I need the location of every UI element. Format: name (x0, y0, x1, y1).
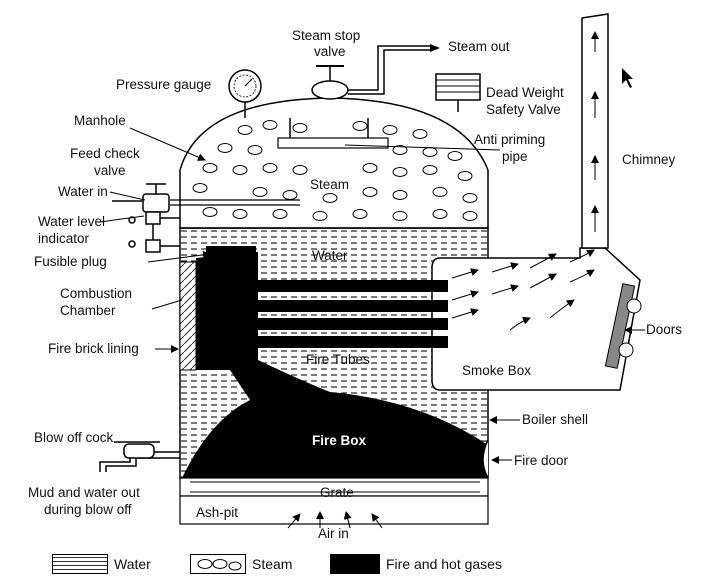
feed-check-valve (112, 183, 170, 213)
smoke-box (431, 247, 641, 391)
label-pressure-gauge: Pressure gauge (116, 77, 211, 92)
ash-pit (179, 495, 489, 525)
legend-fire: Fire and hot gases (330, 550, 502, 578)
label-steam-stop-valve-1: Steam stop (292, 28, 360, 43)
label-mud-1: Mud and water out (28, 485, 140, 500)
leader-lines (99, 127, 645, 464)
fire-brick-lining (179, 261, 197, 371)
label-feed-check-1: Feed check (70, 146, 140, 161)
steam-stop-valve (311, 80, 349, 100)
label-fire-brick-lining: Fire brick lining (48, 341, 139, 356)
anti-priming-pipe (277, 137, 389, 149)
water-level-indicator (128, 211, 180, 253)
label-dead-weight-2: Safety Valve (486, 102, 561, 117)
label-steam-stop-valve-2: valve (314, 44, 346, 59)
label-fire-box: Fire Box (312, 433, 367, 448)
legend-fire-label: Fire and hot gases (386, 556, 502, 572)
label-mud-2: during blow off (44, 502, 132, 517)
legend: Water Steam Fire and hot gases (0, 540, 703, 588)
legend-water-label: Water (114, 556, 151, 572)
label-chimney: Chimney (622, 152, 676, 167)
label-manhole: Manhole (74, 113, 126, 128)
legend-steam-swatch (190, 554, 246, 574)
label-fusible-plug: Fusible plug (34, 254, 107, 269)
label-blow-off-cock: Blow off cock (34, 430, 114, 445)
boiler-diagram: Steam stop valve Steam out Pressure gaug… (28, 13, 682, 541)
label-steam: Steam (310, 177, 349, 192)
legend-steam: Steam (190, 550, 292, 578)
legend-fire-swatch (330, 554, 380, 574)
steam-bubbles (192, 120, 478, 221)
label-feed-check-2: valve (94, 163, 126, 178)
label-water-level-1: Water level (38, 214, 105, 229)
label-ash-pit: Ash-pit (196, 505, 238, 520)
label-grate: Grate (320, 485, 354, 500)
label-anti-priming-1: Anti priming (474, 132, 545, 147)
fire-box (182, 252, 488, 478)
chimney (581, 13, 609, 249)
legend-steam-label: Steam (252, 556, 293, 572)
label-smoke-box: Smoke Box (462, 363, 531, 378)
blow-off-cock (99, 441, 180, 472)
label-fire-door: Fire door (514, 453, 569, 468)
pointer-icon (622, 68, 633, 88)
label-doors: Doors (646, 322, 682, 337)
label-combustion-2: Chamber (60, 303, 116, 318)
dead-weight-safety-valve (435, 73, 481, 101)
label-combustion-1: Combustion (60, 286, 132, 301)
label-water: Water (312, 248, 348, 263)
label-boiler-shell: Boiler shell (522, 412, 588, 427)
label-anti-priming-2: pipe (502, 149, 528, 164)
label-dead-weight-1: Dead Weight (486, 85, 564, 100)
gas-flow-arrows (287, 31, 599, 529)
label-fire-tubes: Fire Tubes (306, 352, 370, 367)
label-water-level-2: indicator (38, 231, 90, 246)
label-water-in: Water in (58, 184, 108, 199)
legend-water-swatch (52, 554, 108, 574)
label-steam-out: Steam out (448, 39, 510, 54)
steam-dome (179, 97, 489, 229)
legend-water: Water (52, 550, 151, 578)
label-air-in: Air in (318, 526, 349, 540)
